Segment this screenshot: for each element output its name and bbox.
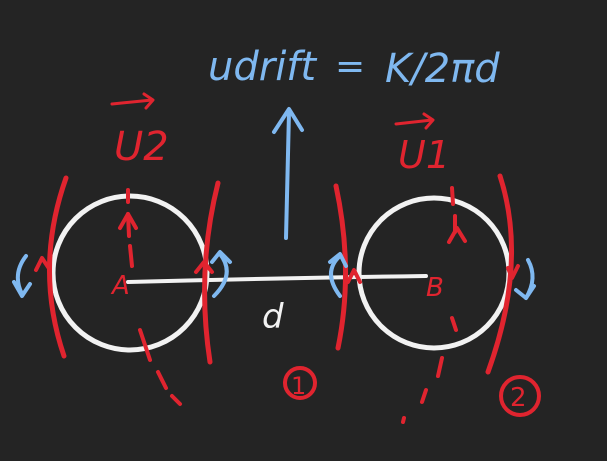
separation-line	[126, 274, 428, 284]
vortex-right-axis	[401, 186, 458, 424]
velocity-label-u2-text: U2	[114, 124, 169, 170]
streamline-arrows	[34, 256, 520, 284]
marker-1-text: 1	[291, 372, 306, 400]
rotation-arrows	[12, 250, 536, 300]
marker-2-text: 2	[510, 383, 527, 413]
velocity-label-u2: U2	[110, 92, 169, 170]
vortex-left-axis-arrow	[118, 212, 138, 230]
drift-equation-lhs: udrift	[208, 44, 317, 90]
vortex-left-label: A	[110, 271, 130, 301]
vortex-left-axis	[126, 188, 182, 406]
marker-1: 1	[283, 366, 317, 400]
drift-arrow	[272, 107, 304, 240]
separation-label: d	[262, 297, 284, 337]
drift-equation-rhs: K/2πd	[385, 46, 500, 92]
velocity-label-u1-text: U1	[398, 133, 450, 177]
vortex-right-label: B	[426, 273, 444, 303]
marker-2: 2	[499, 375, 541, 417]
velocity-label-u1: U1	[394, 112, 450, 177]
vortex-right-axis-arrow	[447, 226, 467, 244]
vortex-left-streamlines	[47, 175, 221, 365]
drift-equation-equals: =	[335, 46, 365, 87]
vortex-right-streamlines	[333, 173, 515, 375]
